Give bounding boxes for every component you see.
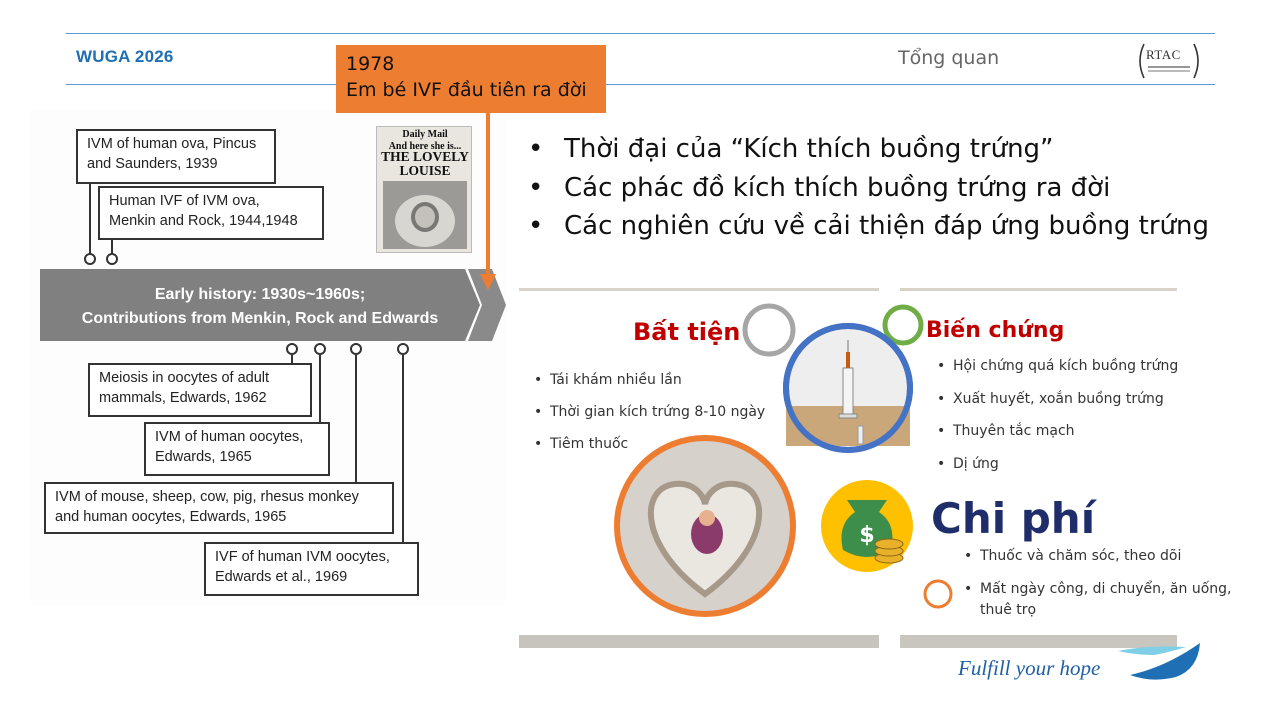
timeline-event-box: IVM of human oocytes, Edwards, 1965 xyxy=(144,422,330,476)
svg-text:$: $ xyxy=(859,523,874,548)
timeline-band xyxy=(40,269,506,341)
timeline-dot xyxy=(350,343,362,355)
connector-line xyxy=(402,355,404,545)
slogan-text: Fulfill your hope xyxy=(958,656,1101,680)
list-item: Mất ngày công, di chuyển, ăn uống, xyxy=(958,581,1232,602)
connector-line xyxy=(355,355,357,485)
connector-line xyxy=(111,236,113,254)
list-item: Hội chứng quá kích buồng trứng xyxy=(931,358,1178,391)
event-text: Edwards, 1965 xyxy=(155,449,252,465)
bullet-item: Các nghiên cứu về cải thiện đáp ứng buồn… xyxy=(528,211,1209,250)
headline-line: THE LOVELY xyxy=(381,149,469,164)
connector-line xyxy=(291,355,293,365)
timeline-dot xyxy=(286,343,298,355)
event-text: and human oocytes, Edwards, 1965 xyxy=(55,509,287,525)
milestone-callout: 1978 Em bé IVF đầu tiên ra đời xyxy=(336,45,606,113)
down-arrow-icon xyxy=(480,112,496,290)
list-item: Thuốc và chăm sóc, theo dõi xyxy=(958,548,1232,581)
rtac-logo xyxy=(1139,43,1199,79)
section-title: Tổng quan xyxy=(898,47,1000,69)
newspaper-masthead: Daily Mail xyxy=(402,129,448,140)
headline-line: LOUISE xyxy=(399,163,451,178)
timeline-dot xyxy=(84,253,96,265)
event-text: IVM of human ova, Pincus xyxy=(87,136,257,152)
complications-title: Biến chứng xyxy=(926,318,1065,343)
list-item-continuation: thuê trọ xyxy=(980,602,1037,618)
timeline-event-box: IVF of human IVM oocytes, Edwards et al.… xyxy=(204,542,419,596)
logo-text: RTAC xyxy=(1146,47,1181,62)
brand-label: WUGA 2026 xyxy=(76,47,174,66)
inconvenience-list: Tái khám nhiều lần Thời gian kích trứng … xyxy=(528,372,765,452)
wave-logo-icon xyxy=(1118,643,1200,680)
event-text: and Saunders, 1939 xyxy=(87,156,218,172)
list-item: Tiêm thuốc xyxy=(528,436,765,452)
baby-photo xyxy=(383,181,467,249)
timeline-dot xyxy=(314,343,326,355)
complications-list: Hội chứng quá kích buồng trứng Xuất huyế… xyxy=(931,358,1178,472)
cost-title: Chi phí xyxy=(931,494,1096,543)
event-text: mammals, Edwards, 1962 xyxy=(99,390,267,406)
event-text: Menkin and Rock, 1944,1948 xyxy=(109,213,298,229)
timeline-event-box: IVM of human ova, Pincus and Saunders, 1… xyxy=(76,129,276,184)
timeline-dot xyxy=(106,253,118,265)
event-text: Human IVF of IVM ova, xyxy=(109,193,260,209)
timeline-event-box: Meiosis in oocytes of adult mammals, Edw… xyxy=(88,363,312,417)
inconvenience-title: Bất tiện xyxy=(633,318,741,346)
list-item: Thuyên tắc mạch xyxy=(931,423,1178,456)
main-bullet-list: Thời đại của “Kích thích buồng trứng” Cá… xyxy=(528,134,1209,250)
list-item: Xuất huyết, xoắn buồng trứng xyxy=(931,391,1178,424)
timeline-dot xyxy=(397,343,409,355)
newspaper-headline: THE LOVELY LOUISE xyxy=(377,149,471,178)
timeline-event-box: Human IVF of IVM ova, Menkin and Rock, 1… xyxy=(98,186,324,240)
newspaper-clipping: Daily Mail And here she is... THE LOVELY… xyxy=(376,126,472,253)
header-bottom-rule xyxy=(66,84,1215,85)
bullet-item: Thời đại của “Kích thích buồng trứng” xyxy=(528,134,1209,173)
connector-line xyxy=(319,355,321,425)
callout-text: Em bé IVF đầu tiên ra đời xyxy=(346,79,587,101)
graphic-illustrations: $ xyxy=(519,288,1177,648)
bullet-item: Các phác đồ kích thích buồng trứng ra đờ… xyxy=(528,173,1209,212)
event-text: Meiosis in oocytes of adult xyxy=(99,370,270,386)
header-top-rule xyxy=(66,33,1215,34)
newspaper-subhead: And here she is... xyxy=(388,141,462,152)
timeline-band-text: Early history: 1930s~1960s; Contribution… xyxy=(40,283,480,331)
event-text: IVF of human IVM oocytes, xyxy=(215,549,390,565)
event-text: IVM of mouse, sheep, cow, pig, rhesus mo… xyxy=(55,489,359,505)
event-text: Edwards et al., 1969 xyxy=(215,569,348,585)
list-item: Thời gian kích trứng 8-10 ngày xyxy=(528,404,765,436)
connector-line xyxy=(89,164,91,254)
list-item: Dị ứng xyxy=(931,456,1178,472)
event-text: IVM of human oocytes, xyxy=(155,429,304,445)
list-item: Tái khám nhiều lần xyxy=(528,372,765,404)
callout-year: 1978 xyxy=(346,53,395,75)
band-line: Contributions from Menkin, Rock and Edwa… xyxy=(81,310,439,327)
band-line: Early history: 1930s~1960s; xyxy=(154,286,366,303)
cost-list: Thuốc và chăm sóc, theo dõi Mất ngày côn… xyxy=(958,548,1232,618)
timeline-event-box: IVM of mouse, sheep, cow, pig, rhesus mo… xyxy=(44,482,394,534)
